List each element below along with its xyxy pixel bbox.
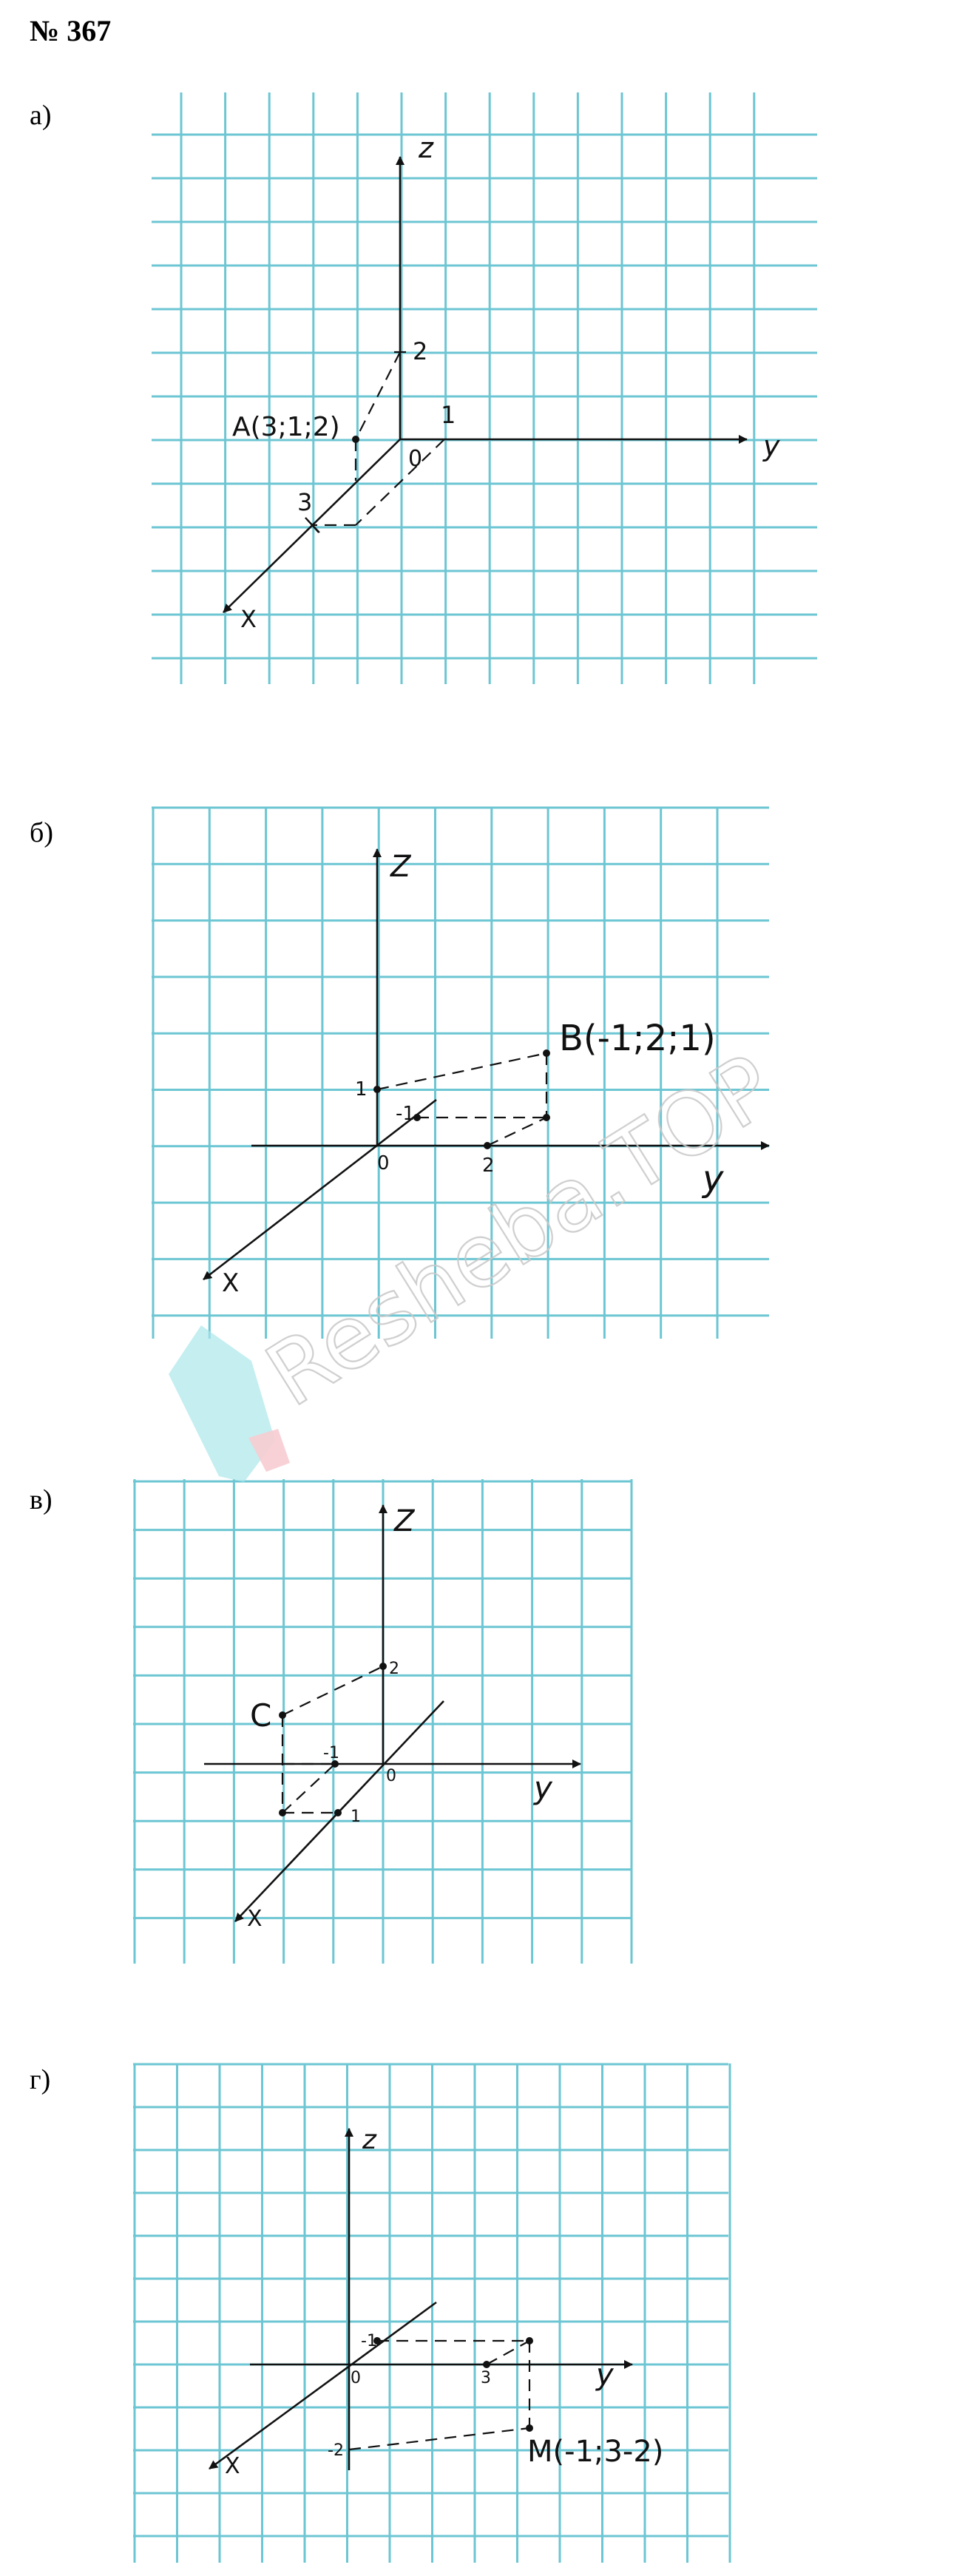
exercise-title: № 367 [30,14,111,47]
part-a-grid [152,92,817,684]
part-g-grid [133,2063,731,2563]
part-a-tick-label-2: 2 [413,337,427,365]
part-v-label: в) [30,1484,53,1515]
part-v-x-label: X [247,1906,263,1932]
part-g-tick-label-2: 3 [481,2369,491,2387]
part-b: б) 0 1 -1 2 B(-1;2;1) Z y X [30,806,770,1339]
part-g-y-label: y [595,2358,615,2392]
part-v-grid [133,1479,633,1964]
part-g-z-label: z [362,2125,377,2155]
part-b-point-label: B(-1;2;1) [559,1018,716,1059]
part-a-dash-1 [355,351,401,440]
part-a-dash-3 [355,439,445,526]
part-g-tick-label-3: -2 [328,2441,344,2460]
part-b-diagram: 0 1 -1 2 B(-1;2;1) Z y X [203,848,770,1298]
part-a-tick-label-3: 3 [297,488,312,516]
part-g-origin: 0 [351,2369,361,2387]
part-v-origin: 0 [386,1767,396,1785]
part-b-tick-label-2: -1 [396,1103,415,1125]
part-v-point-label: C [250,1697,271,1734]
watermark-logo-icon [169,1325,290,1482]
part-b-tick-label-3: 2 [482,1155,495,1177]
part-b-origin: 0 [377,1152,390,1174]
part-a-diagram: 0 1 2 3 A(3;1;2) z y X [223,132,780,633]
part-a-tick-label-1: 1 [441,401,456,429]
part-v-dot-x [334,1809,342,1816]
part-v-diagram: 0 2 -1 1 C Z y X [204,1504,581,1932]
part-a: а) 0 1 2 3 A(3;1;2) z y X [30,92,817,684]
part-b-y-label: y [701,1158,724,1200]
part-g-tick-label-1: -1 [361,2332,377,2350]
part-v-y-label: y [532,1770,553,1806]
part-v-z-label: Z [393,1504,416,1538]
part-b-dash-1 [376,1052,547,1091]
part-v: в) 0 2 -1 1 C Z y X [30,1479,633,1964]
part-v-point-c [279,1711,286,1719]
part-b-label: б) [30,817,53,848]
part-b-grid [152,806,769,1339]
part-a-origin: 0 [408,446,422,472]
part-a-y-label: y [762,430,780,462]
part-b-dot-y [484,1142,491,1149]
part-g-x-label: X [225,2453,240,2479]
part-g-dot-y [483,2361,490,2368]
part-b-dash-4 [487,1117,547,1146]
part-v-tick-label-1: 2 [389,1660,399,1678]
part-v-tick-label-2: -1 [323,1744,339,1762]
part-a-tick-3b [305,517,319,533]
part-b-z-label: Z [390,850,412,884]
part-g-x-axis [209,2301,437,2470]
part-b-point-b [543,1049,550,1057]
part-b-x-axis [203,1098,437,1281]
part-a-z-label: z [418,132,434,164]
part-v-tick-label-3: 1 [351,1808,361,1826]
part-g-dot-x [373,2337,381,2345]
part-v-dash-5 [282,1763,336,1813]
part-g-diagram: 0 -1 3 -2 M(-1;3-2) z y X [209,2125,663,2479]
part-g-point-m [526,2424,533,2432]
part-g-dash-4 [348,2427,530,2451]
part-v-dot-proj [279,1809,286,1816]
part-b-dot-proj [543,1114,550,1121]
part-g: г) 0 -1 3 -2 M(-1;3-2) z y X [30,2063,731,2563]
part-g-dot-proj [526,2337,533,2345]
part-b-tick-label-1: 1 [355,1078,368,1101]
part-g-point-label: M(-1;3-2) [527,2435,663,2469]
part-b-x-label: X [222,1268,239,1298]
part-b-dot-x [413,1114,421,1121]
part-b-dot-z [373,1086,381,1093]
part-v-dot-z [379,1663,387,1670]
part-g-label: г) [30,2064,50,2095]
part-a-x-label: X [240,605,257,633]
part-v-dot-y [331,1760,339,1768]
watermark-text: Resheba.TOP [249,1035,792,1427]
part-a-label: а) [30,100,52,131]
part-a-point-a [352,436,359,443]
part-a-point-label: A(3;1;2) [232,412,340,442]
part-g-dash-3 [486,2340,530,2365]
